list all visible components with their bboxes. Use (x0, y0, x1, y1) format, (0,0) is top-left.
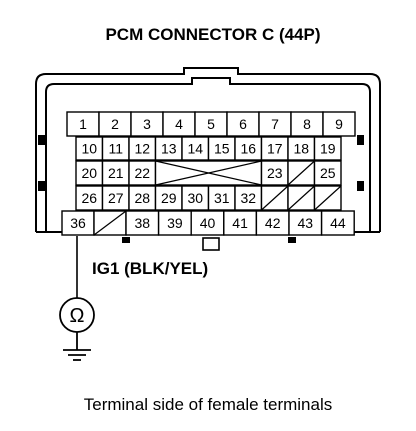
terminal-5 (194, 111, 228, 137)
terminal-number: 17 (267, 141, 283, 157)
terminal-19 (313, 136, 342, 161)
terminal-3 (130, 111, 164, 137)
terminal-number: 20 (81, 165, 97, 181)
diagram-caption: Terminal side of female terminals (84, 395, 332, 414)
terminal-number: 19 (320, 141, 336, 157)
terminal-number: 12 (134, 141, 150, 157)
terminal-27 (101, 185, 130, 211)
terminal-number: 4 (175, 116, 183, 132)
terminal-number: 1 (79, 116, 87, 132)
blank-cavity-slash (287, 160, 315, 186)
terminal-number: 16 (240, 141, 256, 157)
bottom-key-right (288, 237, 296, 243)
terminal-number: 22 (134, 165, 150, 181)
terminal-1 (66, 111, 100, 137)
terminal-number: 43 (298, 215, 314, 231)
terminal-39 (157, 210, 192, 236)
right-lock-tab-lower (357, 181, 364, 191)
bottom-key-center (202, 237, 220, 251)
diagram-title: PCM CONNECTOR C (44P) (105, 25, 320, 44)
terminal-number: 14 (187, 141, 203, 157)
terminal-number: 26 (81, 190, 97, 206)
terminal-number: 9 (335, 116, 343, 132)
terminal-9 (322, 111, 356, 137)
blank-cavity-slash (314, 185, 342, 211)
terminal-number: 27 (108, 190, 124, 206)
terminal-44 (320, 210, 355, 236)
terminal-number: 18 (293, 141, 309, 157)
blank-cavity-slash (261, 185, 289, 211)
left-lock-tab-upper (38, 135, 45, 145)
bottom-key-left (122, 237, 130, 243)
terminal-number: 41 (232, 215, 248, 231)
terminal-number: 6 (239, 116, 247, 132)
terminal-number: 3 (143, 116, 151, 132)
terminal-number: 8 (303, 116, 311, 132)
terminal-number: 38 (135, 215, 151, 231)
connector-housing (35, 67, 381, 233)
terminal-number: 10 (81, 141, 97, 157)
blank-cavity-slash (287, 185, 315, 211)
terminal-number: 25 (320, 165, 336, 181)
ohm-symbol: Ω (70, 305, 85, 327)
terminal-number: 32 (240, 190, 256, 206)
terminal-number: 29 (161, 190, 177, 206)
terminal-number: 39 (167, 215, 183, 231)
terminal-number: 7 (271, 116, 279, 132)
terminal-number: 40 (200, 215, 216, 231)
left-lock-tab-lower (38, 181, 45, 191)
terminal-20 (75, 160, 104, 186)
probe-label: IG1 (BLK/YEL) (92, 259, 208, 278)
terminal-number: 36 (70, 215, 86, 231)
blank-cavity-slash (93, 210, 127, 236)
terminal-7 (258, 111, 292, 137)
terminal-2 (98, 111, 132, 137)
terminal-4 (162, 111, 196, 137)
terminal-number: 30 (187, 190, 203, 206)
ground-icon (63, 332, 91, 361)
right-lock-tab-upper (357, 135, 364, 145)
terminal-26 (75, 185, 104, 211)
ohmmeter-icon: Ω (59, 297, 95, 333)
terminal-number: 21 (108, 165, 124, 181)
terminal-29 (154, 185, 183, 211)
terminal-28 (128, 185, 157, 211)
blank-cavity-cross (155, 160, 262, 186)
terminal-number: 31 (214, 190, 230, 206)
terminal-number: 44 (330, 215, 346, 231)
terminal-30 (181, 185, 210, 211)
terminal-number: 11 (108, 141, 123, 157)
terminal-36 (61, 210, 95, 236)
terminal-number: 23 (267, 165, 283, 181)
terminal-number: 13 (161, 141, 177, 157)
terminal-number: 42 (265, 215, 281, 231)
terminal-number: 28 (134, 190, 150, 206)
terminal-number: 5 (207, 116, 215, 132)
terminal-22 (128, 160, 157, 186)
terminal-number: 15 (214, 141, 230, 157)
terminal-number: 2 (111, 116, 119, 132)
locking-tabs (38, 135, 364, 251)
terminal-25 (313, 160, 342, 186)
